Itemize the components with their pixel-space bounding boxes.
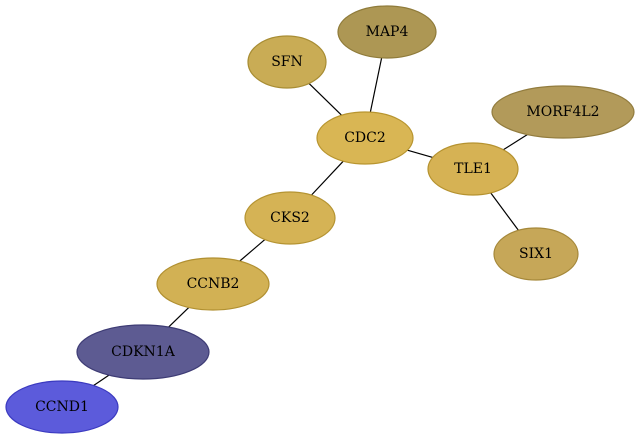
edge-map4-cdc2 xyxy=(369,57,383,113)
node-label-sfn: SFN xyxy=(271,54,303,70)
node-shape-cdkn1a[interactable] xyxy=(76,324,210,380)
node-label-morf4l2: MORF4L2 xyxy=(526,104,599,120)
edge-tle1-six1 xyxy=(490,192,519,231)
node-label-tle1: TLE1 xyxy=(454,161,492,177)
node-shape-ccnd1[interactable] xyxy=(5,380,119,434)
node-label-cks2: CKS2 xyxy=(270,210,310,226)
node-morf4l2[interactable]: MORF4L2 xyxy=(491,85,635,139)
node-label-ccnb2: CCNB2 xyxy=(187,276,240,292)
node-map4[interactable]: MAP4 xyxy=(337,5,437,59)
node-six1[interactable]: SIX1 xyxy=(493,227,579,281)
edge-cdc2-cks2 xyxy=(310,160,344,196)
node-shape-sfn[interactable] xyxy=(247,35,327,89)
node-label-cdc2: CDC2 xyxy=(344,130,386,146)
node-shape-cks2[interactable] xyxy=(244,191,336,245)
node-tle1[interactable]: TLE1 xyxy=(427,142,519,196)
edge-morf4l2-tle1 xyxy=(503,134,528,151)
edge-cks2-ccnb2 xyxy=(239,239,266,262)
node-cks2[interactable]: CKS2 xyxy=(244,191,336,245)
node-ccnd1[interactable]: CCND1 xyxy=(5,380,119,434)
node-ccnb2[interactable]: CCNB2 xyxy=(156,257,270,311)
edges-layer xyxy=(93,57,528,387)
node-cdc2[interactable]: CDC2 xyxy=(316,111,414,165)
node-shape-ccnb2[interactable] xyxy=(156,257,270,311)
node-shape-tle1[interactable] xyxy=(427,142,519,196)
edge-sfn-cdc2 xyxy=(308,83,343,116)
edge-ccnb2-cdkn1a xyxy=(168,307,190,328)
node-shape-map4[interactable] xyxy=(337,5,437,59)
node-shape-cdc2[interactable] xyxy=(316,111,414,165)
node-label-ccnd1: CCND1 xyxy=(35,399,89,415)
node-cdkn1a[interactable]: CDKN1A xyxy=(76,324,210,380)
node-label-cdkn1a: CDKN1A xyxy=(111,344,176,360)
node-label-six1: SIX1 xyxy=(519,246,553,262)
edge-cdkn1a-ccnd1 xyxy=(93,374,110,387)
node-label-map4: MAP4 xyxy=(366,24,409,40)
node-sfn[interactable]: SFN xyxy=(247,35,327,89)
edge-cdc2-tle1 xyxy=(407,149,433,159)
node-shape-six1[interactable] xyxy=(493,227,579,281)
node-shape-morf4l2[interactable] xyxy=(491,85,635,139)
